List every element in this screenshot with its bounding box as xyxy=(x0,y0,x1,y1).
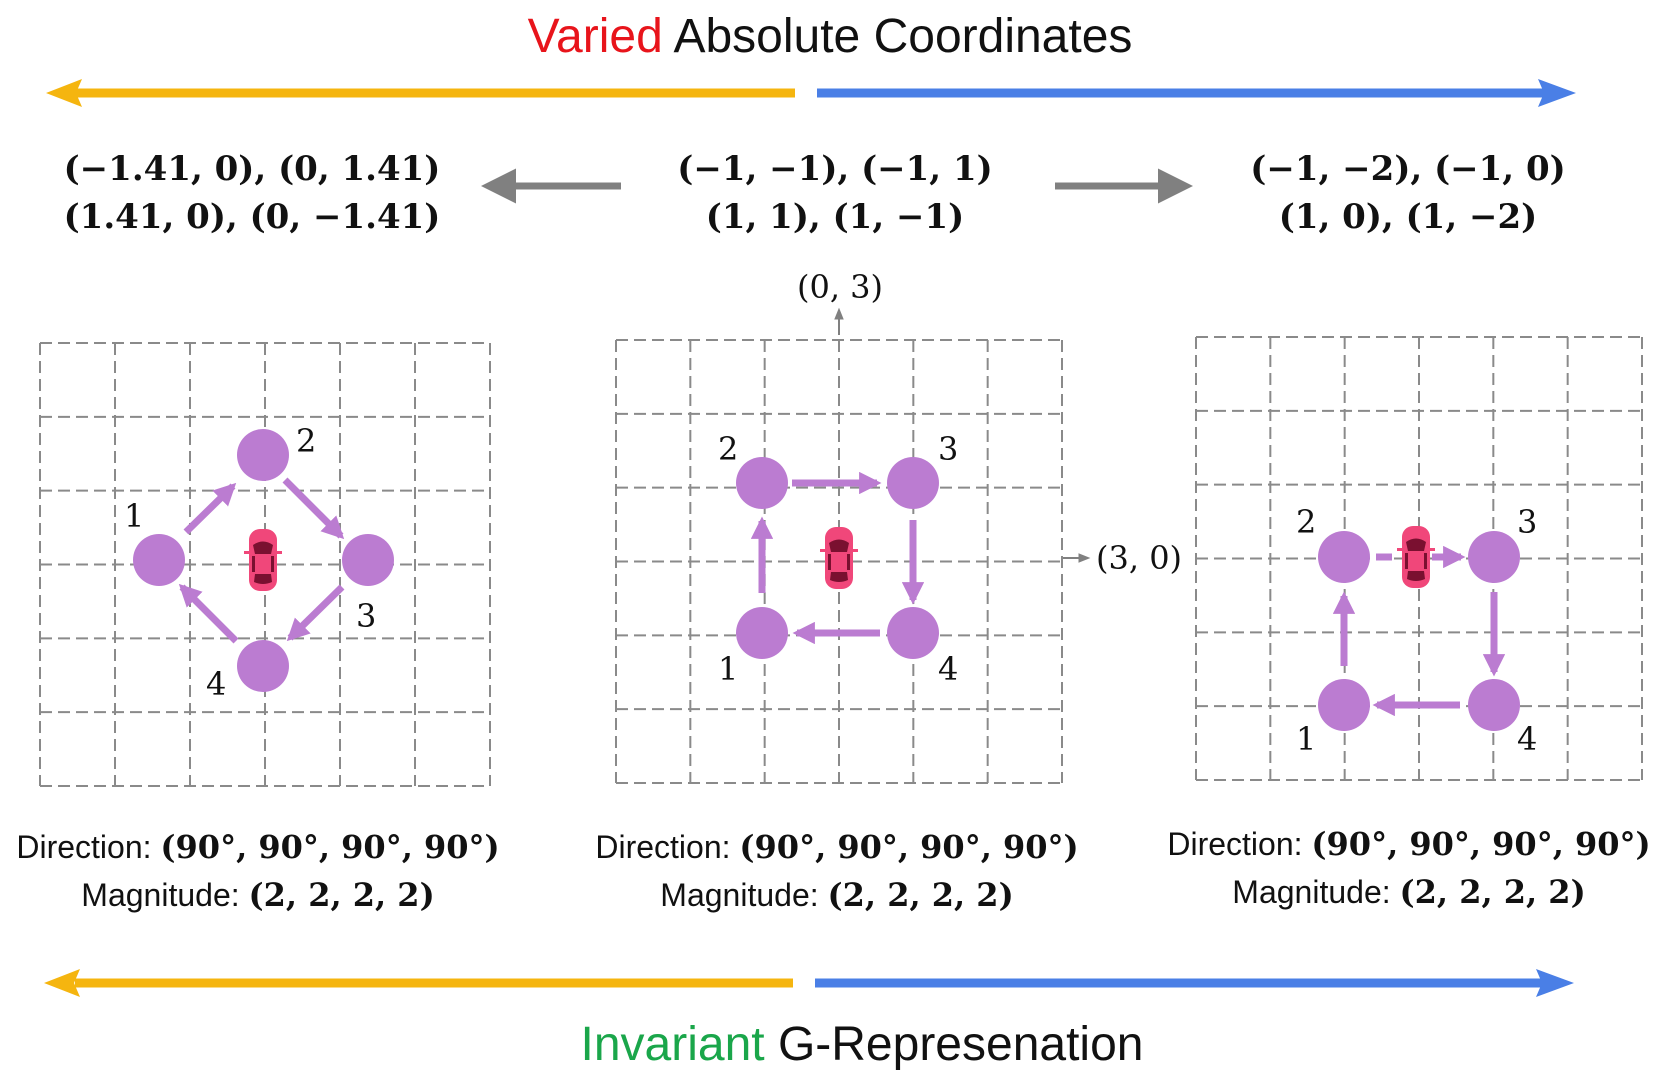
car-icon xyxy=(820,527,858,589)
y-axis-label: (0, 3) xyxy=(797,268,883,306)
node-label-4: 4 xyxy=(938,650,958,688)
bottom-banner-title: Invariant G-Represenation xyxy=(581,1018,1144,1071)
varied-word: Varied xyxy=(528,10,663,63)
node-3 xyxy=(342,534,394,586)
caption-panel-1: Direction: (90°, 90°, 90°, 90°) Magnitud… xyxy=(16,828,499,914)
direction-value: (90°, 90°, 90°, 90°) xyxy=(160,828,499,866)
trajectory-panel-3: 1 2 3 4 xyxy=(1296,503,1537,758)
coords-panel-2: (−1, −1), (−1, 1) (1, 1), (1, −1) xyxy=(677,149,992,237)
trajectory-panel-2: 1 2 3 4 xyxy=(718,430,958,688)
top-orange-arrowhead xyxy=(46,79,82,107)
node-label-1: 1 xyxy=(1296,720,1316,758)
coords-line-1: (−1, −2), (−1, 0) xyxy=(1250,149,1565,189)
node-4 xyxy=(887,607,939,659)
coordinate-axes: (0, 3) (3, 0) xyxy=(797,268,1182,577)
coords-line-1: (−1, −1), (−1, 1) xyxy=(677,149,992,189)
node-label-2: 2 xyxy=(1296,503,1316,541)
magnitude-caption: Magnitude: (2, 2, 2, 2) xyxy=(660,876,1013,914)
node-1 xyxy=(1318,679,1370,731)
node-2 xyxy=(237,429,289,481)
invariant-word: Invariant xyxy=(581,1018,765,1071)
edge-4-1 xyxy=(178,583,239,644)
top-banner-title: Varied Absolute Coordinates xyxy=(528,10,1133,63)
caption-panel-2: Direction: (90°, 90°, 90°, 90°) Magnitud… xyxy=(595,828,1078,914)
node-label-3: 3 xyxy=(356,597,376,635)
magnitude-caption: Magnitude: (2, 2, 2, 2) xyxy=(1232,873,1585,911)
coords-panel-3: (−1, −2), (−1, 0) (1, 0), (1, −2) xyxy=(1250,149,1565,237)
node-2 xyxy=(736,457,788,509)
magnitude-label: Magnitude: xyxy=(1232,874,1399,910)
coords-panel-1: (−1.41, 0), (0, 1.41) (1.41, 0), (0, −1.… xyxy=(64,149,441,237)
edge-3-4 xyxy=(286,584,345,642)
top-range-arrow xyxy=(46,79,1576,107)
direction-label: Direction: xyxy=(1167,826,1311,862)
car-icon xyxy=(244,529,282,591)
coords-line-2: (1.41, 0), (0, −1.41) xyxy=(64,197,441,237)
node-1 xyxy=(133,534,185,586)
bottom-orange-arrowhead xyxy=(44,969,80,997)
edge-1-2 xyxy=(183,482,237,535)
magnitude-label: Magnitude: xyxy=(660,877,827,913)
magnitude-caption: Magnitude: (2, 2, 2, 2) xyxy=(81,876,434,914)
direction-caption: Direction: (90°, 90°, 90°, 90°) xyxy=(595,828,1078,866)
direction-label: Direction: xyxy=(595,829,739,865)
node-1 xyxy=(736,607,788,659)
magnitude-value: (2, 2, 2, 2) xyxy=(828,876,1014,914)
direction-value: (90°, 90°, 90°, 90°) xyxy=(1311,825,1650,863)
top-blue-arrowhead xyxy=(1538,79,1576,107)
node-4 xyxy=(237,640,289,692)
bottom-blue-arrowhead xyxy=(1536,969,1574,997)
coords-line-2: (1, 1), (1, −1) xyxy=(706,197,965,237)
direction-label: Direction: xyxy=(16,829,160,865)
caption-panel-3: Direction: (90°, 90°, 90°, 90°) Magnitud… xyxy=(1167,825,1650,911)
g-representation-text: G-Represenation xyxy=(765,1018,1144,1071)
edge-2-3 xyxy=(282,477,345,540)
node-3 xyxy=(887,457,939,509)
coords-line-1: (−1.41, 0), (0, 1.41) xyxy=(64,149,441,189)
absolute-coordinates-text: Absolute Coordinates xyxy=(663,10,1133,63)
node-label-4: 4 xyxy=(1517,720,1537,758)
node-label-2: 2 xyxy=(718,430,738,468)
node-label-2: 2 xyxy=(296,422,316,460)
x-axis-label: (3, 0) xyxy=(1096,539,1182,577)
node-label-3: 3 xyxy=(1517,503,1537,541)
magnitude-value: (2, 2, 2, 2) xyxy=(1400,873,1586,911)
direction-value: (90°, 90°, 90°, 90°) xyxy=(739,828,1078,866)
bottom-range-arrow xyxy=(44,969,1574,997)
node-label-1: 1 xyxy=(718,650,738,688)
direction-caption: Direction: (90°, 90°, 90°, 90°) xyxy=(16,828,499,866)
node-3 xyxy=(1468,531,1520,583)
magnitude-value: (2, 2, 2, 2) xyxy=(249,876,435,914)
node-label-1: 1 xyxy=(124,497,144,535)
node-4 xyxy=(1468,679,1520,731)
car-icon xyxy=(1397,526,1435,588)
node-label-4: 4 xyxy=(206,665,226,703)
trajectory-panel-1: 1 2 3 4 xyxy=(124,422,394,703)
direction-caption: Direction: (90°, 90°, 90°, 90°) xyxy=(1167,825,1650,863)
node-2 xyxy=(1318,531,1370,583)
coords-line-2: (1, 0), (1, −2) xyxy=(1279,197,1538,237)
magnitude-label: Magnitude: xyxy=(81,877,248,913)
node-label-3: 3 xyxy=(938,430,958,468)
